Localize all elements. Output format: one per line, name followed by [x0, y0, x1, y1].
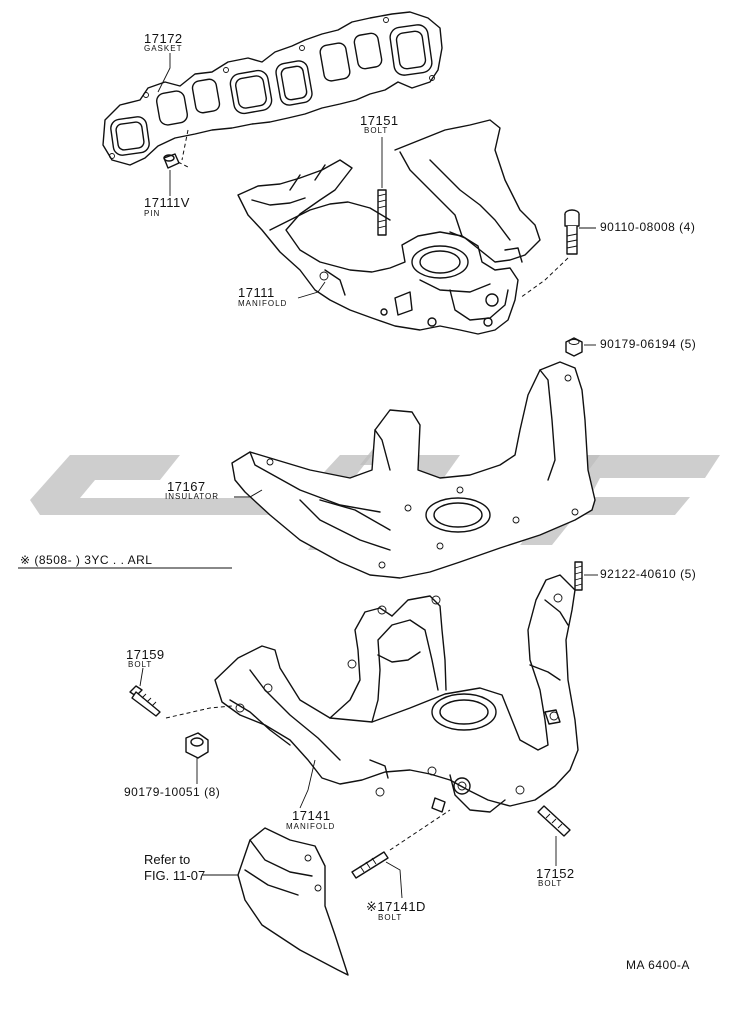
stud-92122-code: 92122-40610 (5) [600, 567, 697, 581]
bolt-17152-part-name: BOLT [538, 879, 563, 888]
heat-shield-drawing [237, 827, 349, 976]
bolt-17152-drawing [537, 805, 571, 837]
bolt-17141d-drawing [351, 809, 451, 879]
bolt-17141d-part-number: ※17141D [366, 899, 426, 914]
applicability-note: ※ (8508- ) 3YC . . ARL [20, 553, 153, 567]
gasket-part-number: 17172 [144, 31, 183, 46]
reference-line-2: FIG. 11-07 [144, 868, 206, 883]
nut-90179-06194-code: 90179-06194 (5) [600, 337, 697, 351]
bolt-17152-part-number: 17152 [536, 866, 575, 881]
bolt-17159-part-number: 17159 [126, 647, 165, 662]
bolt-17151-part-number: 17151 [360, 113, 399, 128]
pin-part-name: PIN [144, 209, 161, 218]
manifold-17111-part-name: MANIFOLD [238, 299, 288, 308]
insulator-17167-drawing [231, 361, 596, 579]
pin-17111v-drawing [163, 129, 191, 169]
gasket-part-name: GASKET [144, 44, 183, 53]
insulator-part-name: INSULATOR [165, 492, 220, 501]
leader-lines [18, 53, 598, 899]
bolt-17151-part-name: BOLT [364, 126, 389, 135]
nut-90179-06194-drawing [565, 337, 583, 357]
bolt-17159-drawing [129, 685, 233, 719]
nut-90179-10051-drawing [185, 732, 209, 759]
insulator-part-number: 17167 [167, 479, 206, 494]
reference-line-1: Refer to [144, 852, 191, 867]
pin-part-number: 17111V [144, 195, 190, 210]
manifold-17141-drawing [214, 574, 579, 813]
bolt-90110-drawing [519, 209, 580, 299]
manifold-17141-part-name: MANIFOLD [286, 822, 336, 831]
bolt-17141d-part-name: BOLT [378, 913, 403, 922]
manifold-17111-part-number: 17111 [238, 285, 275, 300]
manifold-17141-part-number: 17141 [292, 808, 331, 823]
nut-90179-10051-code: 90179-10051 (8) [124, 785, 221, 799]
gasket-17172-drawing [102, 11, 443, 166]
bolt-17159-part-name: BOLT [128, 660, 153, 669]
diagram-code: MA 6400-A [626, 958, 690, 972]
stud-92122-drawing [574, 561, 583, 591]
bolt-90110-code: 90110-08008 (4) [600, 220, 696, 234]
bolt-17151-drawing [377, 189, 387, 236]
manifold-17111-drawing [237, 119, 541, 335]
